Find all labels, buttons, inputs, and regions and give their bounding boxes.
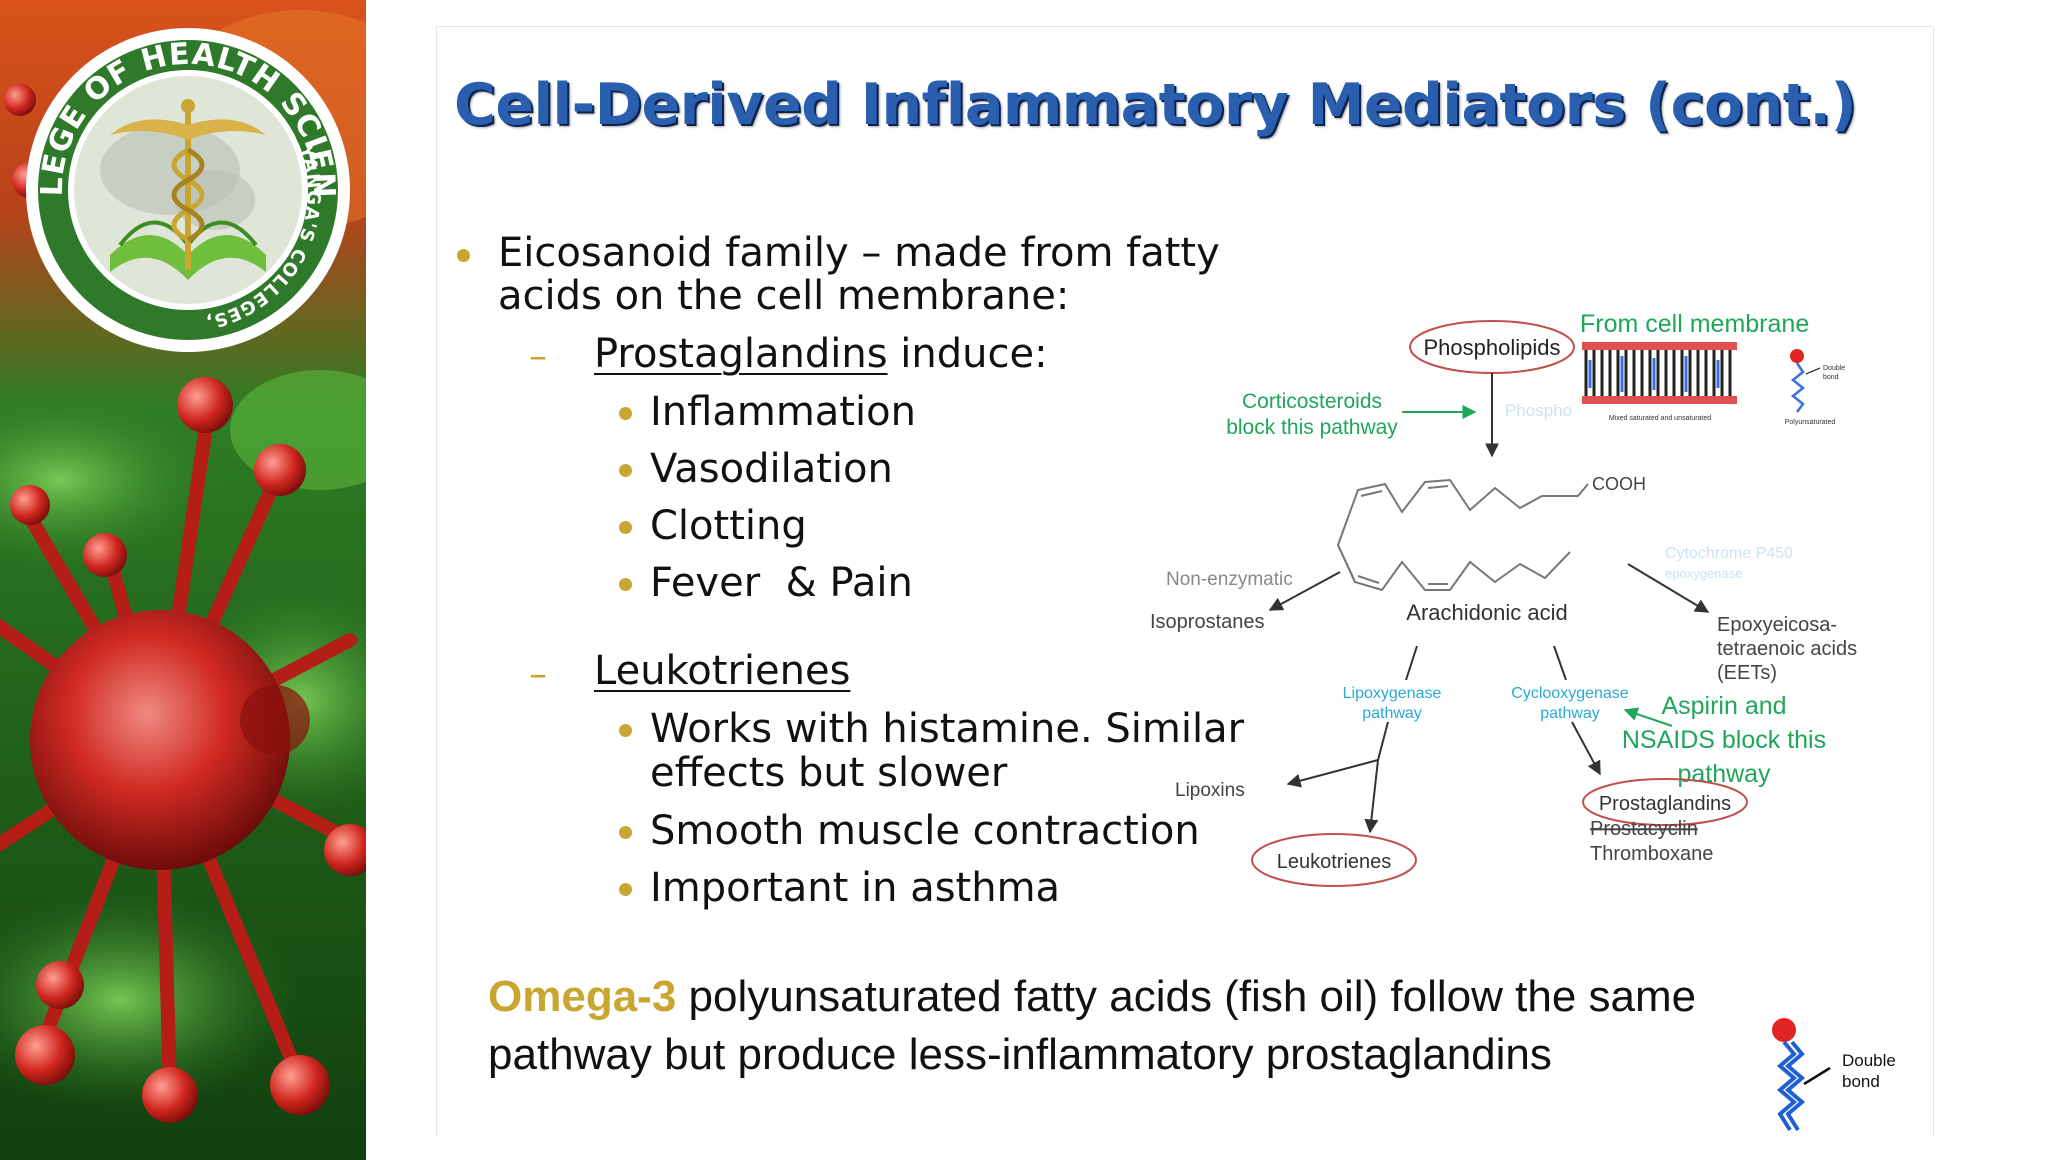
eets-label-1: Epoxyeicosa- bbox=[1717, 614, 1837, 636]
bullet-dot bbox=[619, 464, 632, 477]
leukotrienes-item-3: Important in asthma bbox=[650, 865, 1061, 911]
prostaglandins-heading-underlined: Prostaglandins bbox=[594, 331, 888, 377]
arachidonic-acid-structure bbox=[1336, 478, 1589, 583]
thromboxane-label: Thromboxane bbox=[1590, 843, 1713, 865]
bullet-dot bbox=[619, 407, 632, 420]
main-bullet-line-1: Eicosanoid family – made from fatty bbox=[498, 230, 1220, 276]
eets-label-3: (EETs) bbox=[1717, 662, 1777, 684]
cyclooxygenase-label-1: Cyclooxygenase bbox=[1511, 685, 1629, 702]
phospholipids-label: Phospholipids bbox=[1424, 335, 1561, 360]
cyclooxygenase-label-2: pathway bbox=[1540, 705, 1600, 722]
membrane-caption: Mixed saturated and unsaturated bbox=[1609, 415, 1711, 422]
prostaglandins-heading-rest: induce: bbox=[887, 331, 1048, 377]
omega-3-highlight: Omega-3 bbox=[488, 972, 677, 1021]
double-bond-label-1: Double bbox=[1842, 1051, 1896, 1070]
eicosanoid-pathway-diagram: From cell membrane Phospholipids Cortico… bbox=[1150, 310, 1857, 887]
bullet-dot bbox=[619, 521, 632, 534]
aspirin-label-3: pathway bbox=[1677, 760, 1771, 788]
omega-footer-line-2: pathway but produce less-inflammatory pr… bbox=[488, 1030, 1552, 1079]
dash-bullet: – bbox=[529, 336, 547, 377]
small-double-bond-label-2: bond bbox=[1823, 374, 1839, 381]
polyunsaturated-icon: Double bond Polyunsaturated bbox=[1785, 349, 1845, 426]
college-logo-seal: COLLEGE OF HEALTH SCIENCES DR. YANGA'S C… bbox=[0, 0, 350, 352]
slide: Cell-Derived Inflammatory Mediators (con… bbox=[396, 0, 1956, 1137]
bullet-dot bbox=[619, 578, 632, 591]
prostacyclin-label: Prostacyclin bbox=[1590, 818, 1698, 840]
leukotrienes-diagram-label: Leukotrienes bbox=[1277, 851, 1392, 873]
main-bullet-line-2: acids on the cell membrane: bbox=[498, 273, 1070, 319]
corticosteroids-label-1: Corticosteroids bbox=[1242, 390, 1382, 413]
small-double-bond-label-1: Double bbox=[1823, 365, 1845, 372]
prostaglandins-item-1: Inflammation bbox=[650, 389, 916, 435]
cooh-label: COOH bbox=[1592, 474, 1646, 494]
bullet-dot bbox=[619, 883, 632, 896]
lipoxygenase-label-2: pathway bbox=[1362, 705, 1422, 722]
prostaglandins-oval bbox=[1582, 778, 1748, 826]
prostaglandins-heading: Prostaglandins induce: bbox=[594, 331, 1048, 377]
slide-frame bbox=[436, 26, 1934, 1137]
prostaglandins-diagram-label: Prostaglandins bbox=[1599, 793, 1731, 815]
leukotrienes-item-2: Smooth muscle contraction bbox=[650, 808, 1200, 854]
from-cell-membrane-label: From cell membrane bbox=[1580, 310, 1809, 338]
cytochrome-label-1: Cytochrome P450 bbox=[1665, 545, 1793, 562]
prostaglandins-item-4: Fever & Pain bbox=[650, 560, 913, 606]
bullet-dot bbox=[619, 724, 632, 737]
isoprostanes-label: Isoprostanes bbox=[1150, 611, 1265, 633]
leukotrienes-item-1-line-1: Works with histamine. Similar bbox=[650, 706, 1245, 752]
double-bond-fatty-acid-icon: Double bond bbox=[1772, 1018, 1896, 1132]
bullet-dot bbox=[619, 826, 632, 839]
faint-phospho-label: Phospho bbox=[1505, 401, 1572, 420]
leukotrienes-heading: Leukotrienes bbox=[594, 648, 851, 694]
bullet-dot bbox=[457, 249, 470, 262]
aspirin-label-1: Aspirin and bbox=[1661, 692, 1786, 720]
omega-footer-line-1-rest: polyunsaturated fatty acids (fish oil) f… bbox=[676, 972, 1697, 1021]
aspirin-label-2: NSAIDS block this bbox=[1622, 726, 1826, 754]
polyunsaturated-caption: Polyunsaturated bbox=[1785, 419, 1836, 426]
corticosteroids-label-2: block this pathway bbox=[1226, 416, 1398, 439]
prostaglandins-item-3: Clotting bbox=[650, 503, 807, 549]
non-enzymatic-label: Non-enzymatic bbox=[1166, 569, 1293, 590]
prostaglandins-item-2: Vasodilation bbox=[650, 446, 893, 492]
slide-title: Cell-Derived Inflammatory Mediators (con… bbox=[454, 72, 1857, 138]
leukotrienes-oval bbox=[1251, 833, 1417, 887]
leukotrienes-item-1-line-2: effects but slower bbox=[650, 750, 1008, 796]
dash-bullet: – bbox=[529, 654, 547, 695]
lipoxins-label: Lipoxins bbox=[1175, 780, 1245, 801]
double-bond-label-2: bond bbox=[1842, 1072, 1880, 1091]
side-banner-image: COLLEGE OF HEALTH SCIENCES DR. YANGA'S C… bbox=[0, 0, 366, 1160]
cell-membrane-illustration: Mixed saturated and unsaturated bbox=[1582, 342, 1737, 422]
cytochrome-label-2: epoxygenase bbox=[1665, 566, 1742, 581]
omega-footer-line-1: Omega-3 polyunsaturated fatty acids (fis… bbox=[488, 972, 1696, 1022]
arachidonic-acid-label: Arachidonic acid bbox=[1406, 600, 1567, 625]
lipoxygenase-label-1: Lipoxygenase bbox=[1343, 685, 1442, 702]
eets-label-2: tetraenoic acids bbox=[1717, 638, 1857, 660]
